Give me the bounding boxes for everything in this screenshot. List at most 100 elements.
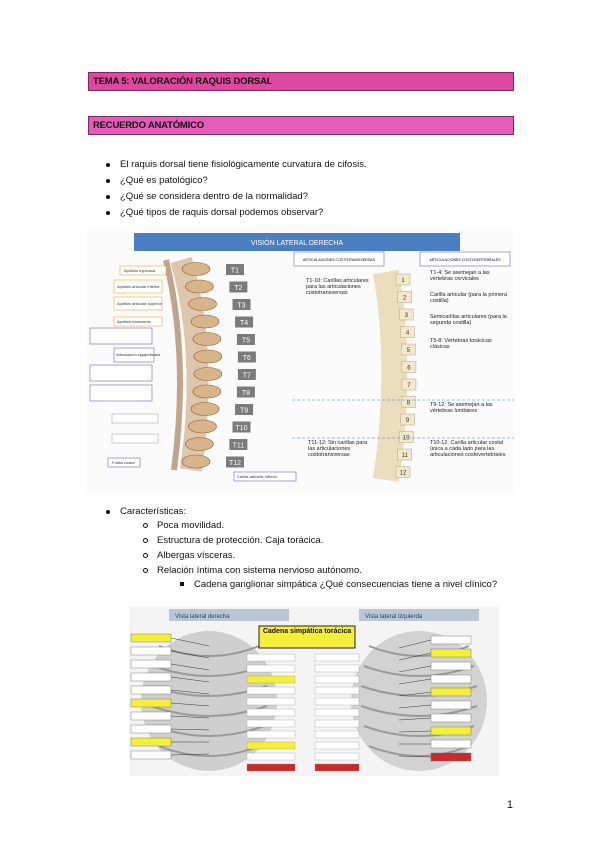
box-costotransversas-text: ARTICULACIONES COSTOTRANSVERSAS	[303, 258, 376, 262]
mid-label-boxes	[246, 653, 360, 772]
vertebra-number: 4	[406, 331, 410, 337]
note-t5-8: T5-8: Vértebras torácicas clásicas	[430, 338, 492, 350]
label-box	[130, 633, 172, 643]
vertebra-tag-text: T6	[243, 355, 251, 362]
characteristics-list: Características:	[106, 504, 186, 520]
vertebra-number-box	[398, 431, 414, 443]
label-box	[246, 763, 296, 772]
leader-line	[170, 637, 210, 647]
vertebra-body	[192, 332, 222, 346]
vertebra-tag-text: T9	[240, 408, 248, 415]
vertebra-body	[188, 297, 217, 311]
label-box	[314, 741, 360, 750]
vertebra-body	[181, 454, 211, 469]
label-apofisis-transversa: Apófisis transversa	[117, 319, 152, 324]
vertebra-body	[185, 437, 214, 451]
vertebra-number-box	[395, 466, 411, 478]
label-box	[430, 726, 472, 736]
vertebra-number: 5	[407, 348, 411, 354]
label-fosita-costal: Fosita costal	[112, 460, 135, 465]
label-box	[430, 739, 472, 749]
label-box	[430, 713, 472, 723]
list-item: ¿Qué es patológico?	[106, 173, 367, 189]
vertebra-tag	[236, 386, 255, 398]
label-box	[314, 730, 360, 739]
label-box	[130, 737, 172, 747]
label-apofisis-articular-inferior: Apófisis articular inferior	[117, 284, 160, 289]
vertebra-tag	[232, 421, 251, 433]
label-box	[130, 685, 172, 695]
list-item: El raquis dorsal tiene fisiológicamente …	[106, 157, 367, 173]
label-box	[314, 664, 360, 673]
leader-line	[170, 663, 210, 671]
section-title: RECUERDO ANATÓMICO	[88, 116, 514, 135]
label-box	[246, 675, 296, 684]
label-box	[130, 698, 172, 708]
note-t9-12: T9-12: Se asemejan a las vértebras lumba…	[430, 402, 493, 414]
label-box	[430, 648, 472, 658]
vertebra-tag-text: T11	[233, 443, 245, 450]
vertebra-tag-text: T4	[240, 320, 248, 327]
label-box	[246, 752, 296, 761]
page-number: 1	[506, 799, 513, 811]
characteristics-subsublist: Cadena ganglionar simpática ¿Qué consecu…	[180, 577, 497, 592]
vertebra-number-box	[398, 308, 414, 321]
leader-line	[398, 704, 432, 709]
box-costovertebrales	[419, 251, 511, 267]
note-t11-12: T11-12: Sin carillas para las articulaci…	[308, 440, 368, 458]
label-box	[314, 675, 360, 684]
label-box	[246, 741, 296, 750]
label-box	[430, 752, 472, 762]
label-box	[314, 763, 360, 772]
vertebra-number: 9	[406, 418, 410, 424]
leader-line	[170, 689, 210, 695]
vertebra-number: 8	[407, 401, 411, 407]
label-box	[246, 653, 296, 662]
vertebra-body	[192, 384, 222, 399]
vertebra-number-box	[397, 448, 412, 461]
vertebra-number: 7	[407, 383, 411, 389]
label-articulacion-cigapofisaria: Articulación cigapofisaria	[116, 352, 161, 357]
list-item: Albergas vísceras.	[143, 548, 362, 563]
vertebra-tag-text: T8	[242, 390, 250, 397]
label-box	[430, 687, 472, 697]
vertebra-number: 6	[407, 366, 411, 372]
vertebra-number-box	[401, 343, 416, 356]
vertebra-tag	[235, 404, 254, 415]
leader-line	[398, 755, 432, 758]
vertebra-number: 11	[402, 453, 409, 459]
label-apofisis-espinosa: Apófisis espinosa	[124, 268, 156, 273]
leader-line	[170, 676, 210, 683]
list-item: Estructura de protección. Caja torácica.	[143, 533, 362, 548]
center-title-box	[258, 625, 356, 649]
left-view-title: Vista lateral derecha	[175, 614, 230, 620]
list-item: ¿Qué se considera dentro de la normalida…	[106, 189, 367, 205]
vertebra-body	[185, 279, 214, 294]
figure-banner-text: VISIÓN LATERAL DERECHA	[251, 238, 344, 247]
label-box	[130, 646, 172, 656]
leader-line	[398, 717, 432, 721]
label-carilla-articular-inferior: Carilla articular inferior	[237, 474, 278, 479]
chapter-title: TEMA 5: VALORACIÓN RAQUIS DORSAL	[88, 72, 514, 91]
label-box	[430, 700, 472, 710]
note-carilla: Carilla articular (para la primera costi…	[430, 292, 508, 304]
vertebra-number-box	[401, 378, 417, 391]
characteristics-sublist: Poca movilidad. Estructura de protección…	[143, 518, 362, 578]
note-t1-10: T1-10: Carillas articulares para las art…	[306, 278, 369, 296]
vertebra-tag	[229, 439, 248, 450]
vertebra-tag	[229, 281, 248, 293]
vertebra-body	[188, 419, 217, 434]
label-box	[314, 697, 360, 706]
vertebra-body	[193, 367, 223, 381]
vertebra-tag-text: T3	[237, 303, 245, 310]
label-box	[246, 686, 296, 695]
leader-line	[170, 650, 210, 659]
vertebra-tag-text: T7	[243, 373, 251, 380]
vertebra-tag	[237, 351, 256, 363]
intro-list: El raquis dorsal tiene fisiológicamente …	[106, 157, 367, 221]
right-spine	[373, 269, 408, 482]
vertebra-body	[193, 349, 223, 364]
list-item: Características:	[106, 504, 186, 520]
